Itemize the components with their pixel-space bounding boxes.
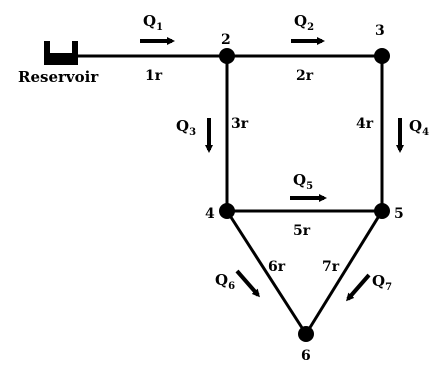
node-6 [298,326,314,342]
node-2 [219,48,235,64]
flow-q5-label: Q5 [293,171,313,192]
node-5 [374,203,390,219]
pipe-7-label: 7r [322,259,340,275]
reservoir-opening [50,41,72,53]
node-6-label: 6 [301,348,311,364]
pipe-5-label: 5r [293,223,311,239]
node-2-label: 2 [221,32,231,48]
pipe-2-label: 2r [296,68,314,84]
pipe-4-label: 4r [356,116,374,132]
flow-q2-label: Q2 [294,12,314,33]
node-4 [219,203,235,219]
pipe-7 [304,210,384,335]
flow-q6-label: Q6 [215,271,235,292]
node-5-label: 5 [394,206,404,222]
reservoir-label: Reservoir [18,68,99,86]
pipe-1-label: 1r [145,68,163,84]
reservoir [44,41,78,65]
pipe-6 [225,210,308,335]
node-4-label: 4 [205,206,215,222]
flow-q4-label: Q4 [409,117,429,138]
pipe-6-label: 6r [268,259,286,275]
node-3-label: 3 [375,23,385,39]
flow-q3-label: Q3 [176,117,196,138]
flow-q1-label: Q1 [143,12,163,33]
node-3 [374,48,390,64]
pipe-3-label: 3r [231,116,249,132]
flow-q6-arrow [235,269,260,298]
flow-q7-arrow [346,273,371,302]
flow-q7-label: Q7 [372,272,392,293]
